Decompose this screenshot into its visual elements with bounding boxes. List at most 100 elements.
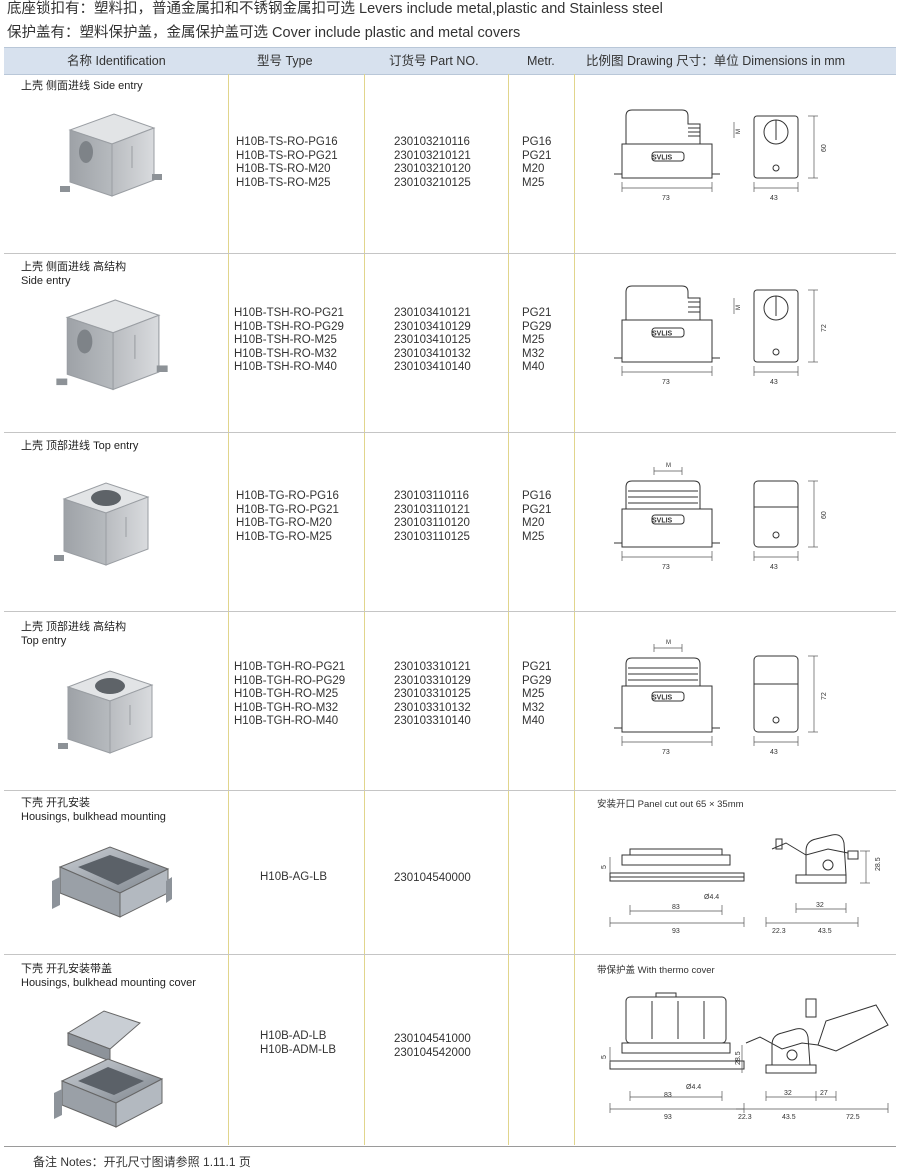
row-label-zh: 上壳 侧面进线 高结构 xyxy=(21,261,127,273)
header-part-no: 订货号 Part NO. xyxy=(389,54,479,68)
part-number: 230103410121 xyxy=(394,307,471,319)
dim-cover: 27 xyxy=(820,1090,828,1097)
housing-photo xyxy=(53,482,149,566)
intro-covers: 保护盖有：塑料保护盖，金属保护盖可选 Cover include plastic… xyxy=(7,25,521,41)
dim-lever: 43.5 xyxy=(782,1114,796,1121)
header-identification: 名称 Identification xyxy=(67,54,166,68)
dim-height: 72 xyxy=(821,692,828,700)
brand-label: SVLIS xyxy=(652,331,673,338)
column-divider xyxy=(228,74,229,1145)
part-number: 230103210116 xyxy=(394,136,470,148)
part-number: 230103210125 xyxy=(394,176,471,189)
dim-hole: Ø4.4 xyxy=(704,894,719,901)
part-number: 230103310140 xyxy=(394,715,471,727)
part-number: 230103210121 xyxy=(394,149,471,162)
dim-inner-width: 83 xyxy=(664,1092,672,1099)
type-code: H10B-TGH-RO-PG29 xyxy=(234,674,346,687)
type-code: H10B-TSH-RO-PG29 xyxy=(234,320,344,333)
dimension-drawing: 5 Ø4.4 83 93 28.5 32 22.3 43.5 xyxy=(601,834,882,935)
table-row: 上壳 侧面进线 Side entry H10B-TS-RO-PG16 H10B-… xyxy=(4,74,896,254)
metr-value: M25 xyxy=(522,334,545,346)
dimension-drawing: SVLIS 73 43 60 M xyxy=(614,109,828,202)
row-label-en: Side entry xyxy=(21,275,71,287)
type-code: H10B-ADM-LB xyxy=(260,1043,337,1056)
type-code: H10B-AD-LB xyxy=(260,1030,327,1042)
brand-label: SVLIS xyxy=(652,155,673,162)
header-type: 型号 Type xyxy=(257,54,313,68)
metr-value: M20 xyxy=(522,163,545,175)
dim-offset: 22.3 xyxy=(772,928,786,935)
part-number: 230103310132 xyxy=(394,701,471,714)
column-divider xyxy=(508,74,509,1145)
metr-value: PG16 xyxy=(522,136,552,148)
row-label-en: Top entry xyxy=(21,635,67,647)
metr-value: M25 xyxy=(522,688,545,700)
type-code: H10B-TSH-RO-M25 xyxy=(234,334,337,346)
metr-list: PG21 PG29 M25 M32 M40 xyxy=(522,661,551,729)
housing-photo xyxy=(54,1010,164,1128)
dim-height: 5 xyxy=(601,865,608,869)
metr-list: PG16 PG21 M20 M25 xyxy=(522,136,551,190)
row-label: 上壳 顶部进线 Top entry xyxy=(21,440,139,452)
part-list: 230103210116 230103210121 230103210120 2… xyxy=(394,136,471,190)
dim-outer-width: 93 xyxy=(664,1114,672,1121)
type-code: H10B-TGH-RO-M32 xyxy=(234,701,339,714)
table-header: 名称 Identification 型号 Type 订货号 Part NO. M… xyxy=(4,47,896,75)
part-number: 230103410125 xyxy=(394,334,471,346)
part-number: 230103110125 xyxy=(394,530,470,543)
column-divider xyxy=(574,74,575,1145)
metr-list: PG16 PG21 M20 M25 xyxy=(522,490,551,544)
type-code: H10B-TS-RO-PG16 xyxy=(236,136,338,148)
type-code: H10B-TS-RO-PG21 xyxy=(236,149,338,162)
header-metr: Metr. xyxy=(527,54,555,68)
dim-height: 5 xyxy=(601,1055,608,1059)
row-label: 上壳 侧面进线 Side entry xyxy=(21,80,143,92)
type-list: H10B-TS-RO-PG16 H10B-TS-RO-PG21 H10B-TS-… xyxy=(236,136,338,190)
row-label-en: Housings, bulkhead mounting xyxy=(21,811,166,823)
dim-thread: M xyxy=(666,640,671,646)
type-code: H10B-TSH-RO-PG21 xyxy=(234,307,344,319)
type-code: H10B-TG-RO-M20 xyxy=(236,517,332,529)
type-code: H10B-TSH-RO-M40 xyxy=(234,361,337,373)
dim-depth: 43 xyxy=(770,564,778,571)
part-number: 230103310125 xyxy=(394,688,471,700)
dim-width: 73 xyxy=(662,564,670,571)
metr-value: PG21 xyxy=(522,503,552,516)
metr-value: PG29 xyxy=(522,674,552,687)
dimension-drawing: SVLIS M 73 43 72 xyxy=(614,640,828,756)
housing-photo xyxy=(52,846,172,918)
dimension-drawing: SVLIS M 73 43 60 xyxy=(614,463,828,571)
type-list: H10B-AD-LB H10B-ADM-LB xyxy=(260,1030,336,1057)
dim-width: 73 xyxy=(662,379,670,386)
dim-depth: 43 xyxy=(770,195,778,202)
part-list: 230104541000 230104542000 xyxy=(394,1033,471,1060)
dimension-drawing: SVLIS 73 43 72 M xyxy=(614,285,828,386)
notes: 备注 Notes：开孔尺寸图请参照 1.11.1 页 xyxy=(33,1155,251,1169)
dim-hole: Ø4.4 xyxy=(686,1084,701,1091)
dim-outer-width: 93 xyxy=(672,928,680,935)
part-number: 230103110121 xyxy=(394,503,470,516)
row-label: 上壳 顶部进线 高结构 Top entry xyxy=(21,620,126,648)
dim-width: 73 xyxy=(662,749,670,756)
part-list: 230104540000 xyxy=(394,872,471,886)
part-number: 230103210120 xyxy=(394,163,471,175)
dim-thread: M xyxy=(736,305,742,310)
type-code: H10B-TSH-RO-M32 xyxy=(234,347,337,360)
metr-value: M32 xyxy=(522,701,545,714)
metr-value: M32 xyxy=(522,347,545,360)
type-code: H10B-TGH-RO-M25 xyxy=(234,688,339,700)
part-number: 230103310129 xyxy=(394,674,471,687)
type-list: H10B-AG-LB xyxy=(260,871,327,885)
metr-value: PG21 xyxy=(522,661,552,673)
dim-width: 73 xyxy=(662,195,670,202)
dim-height: 60 xyxy=(821,144,828,152)
dim-depth: 43 xyxy=(770,749,778,756)
row-label-zh: 下壳 开孔安装带盖 xyxy=(21,963,113,975)
table-row: 上壳 顶部进线 高结构 Top entry H10B-TGH-RO-PG21 H… xyxy=(4,612,896,791)
dim-inner-width: 83 xyxy=(672,904,680,911)
part-number: 230103310121 xyxy=(394,661,471,673)
metr-value: PG21 xyxy=(522,307,552,319)
row-label: 下壳 开孔安装带盖 Housings, bulkhead mounting co… xyxy=(21,962,196,990)
dim-base: 32 xyxy=(784,1090,792,1097)
table-row: 上壳 顶部进线 Top entry H10B-TG-RO-PG16 H10B-T… xyxy=(4,433,896,612)
